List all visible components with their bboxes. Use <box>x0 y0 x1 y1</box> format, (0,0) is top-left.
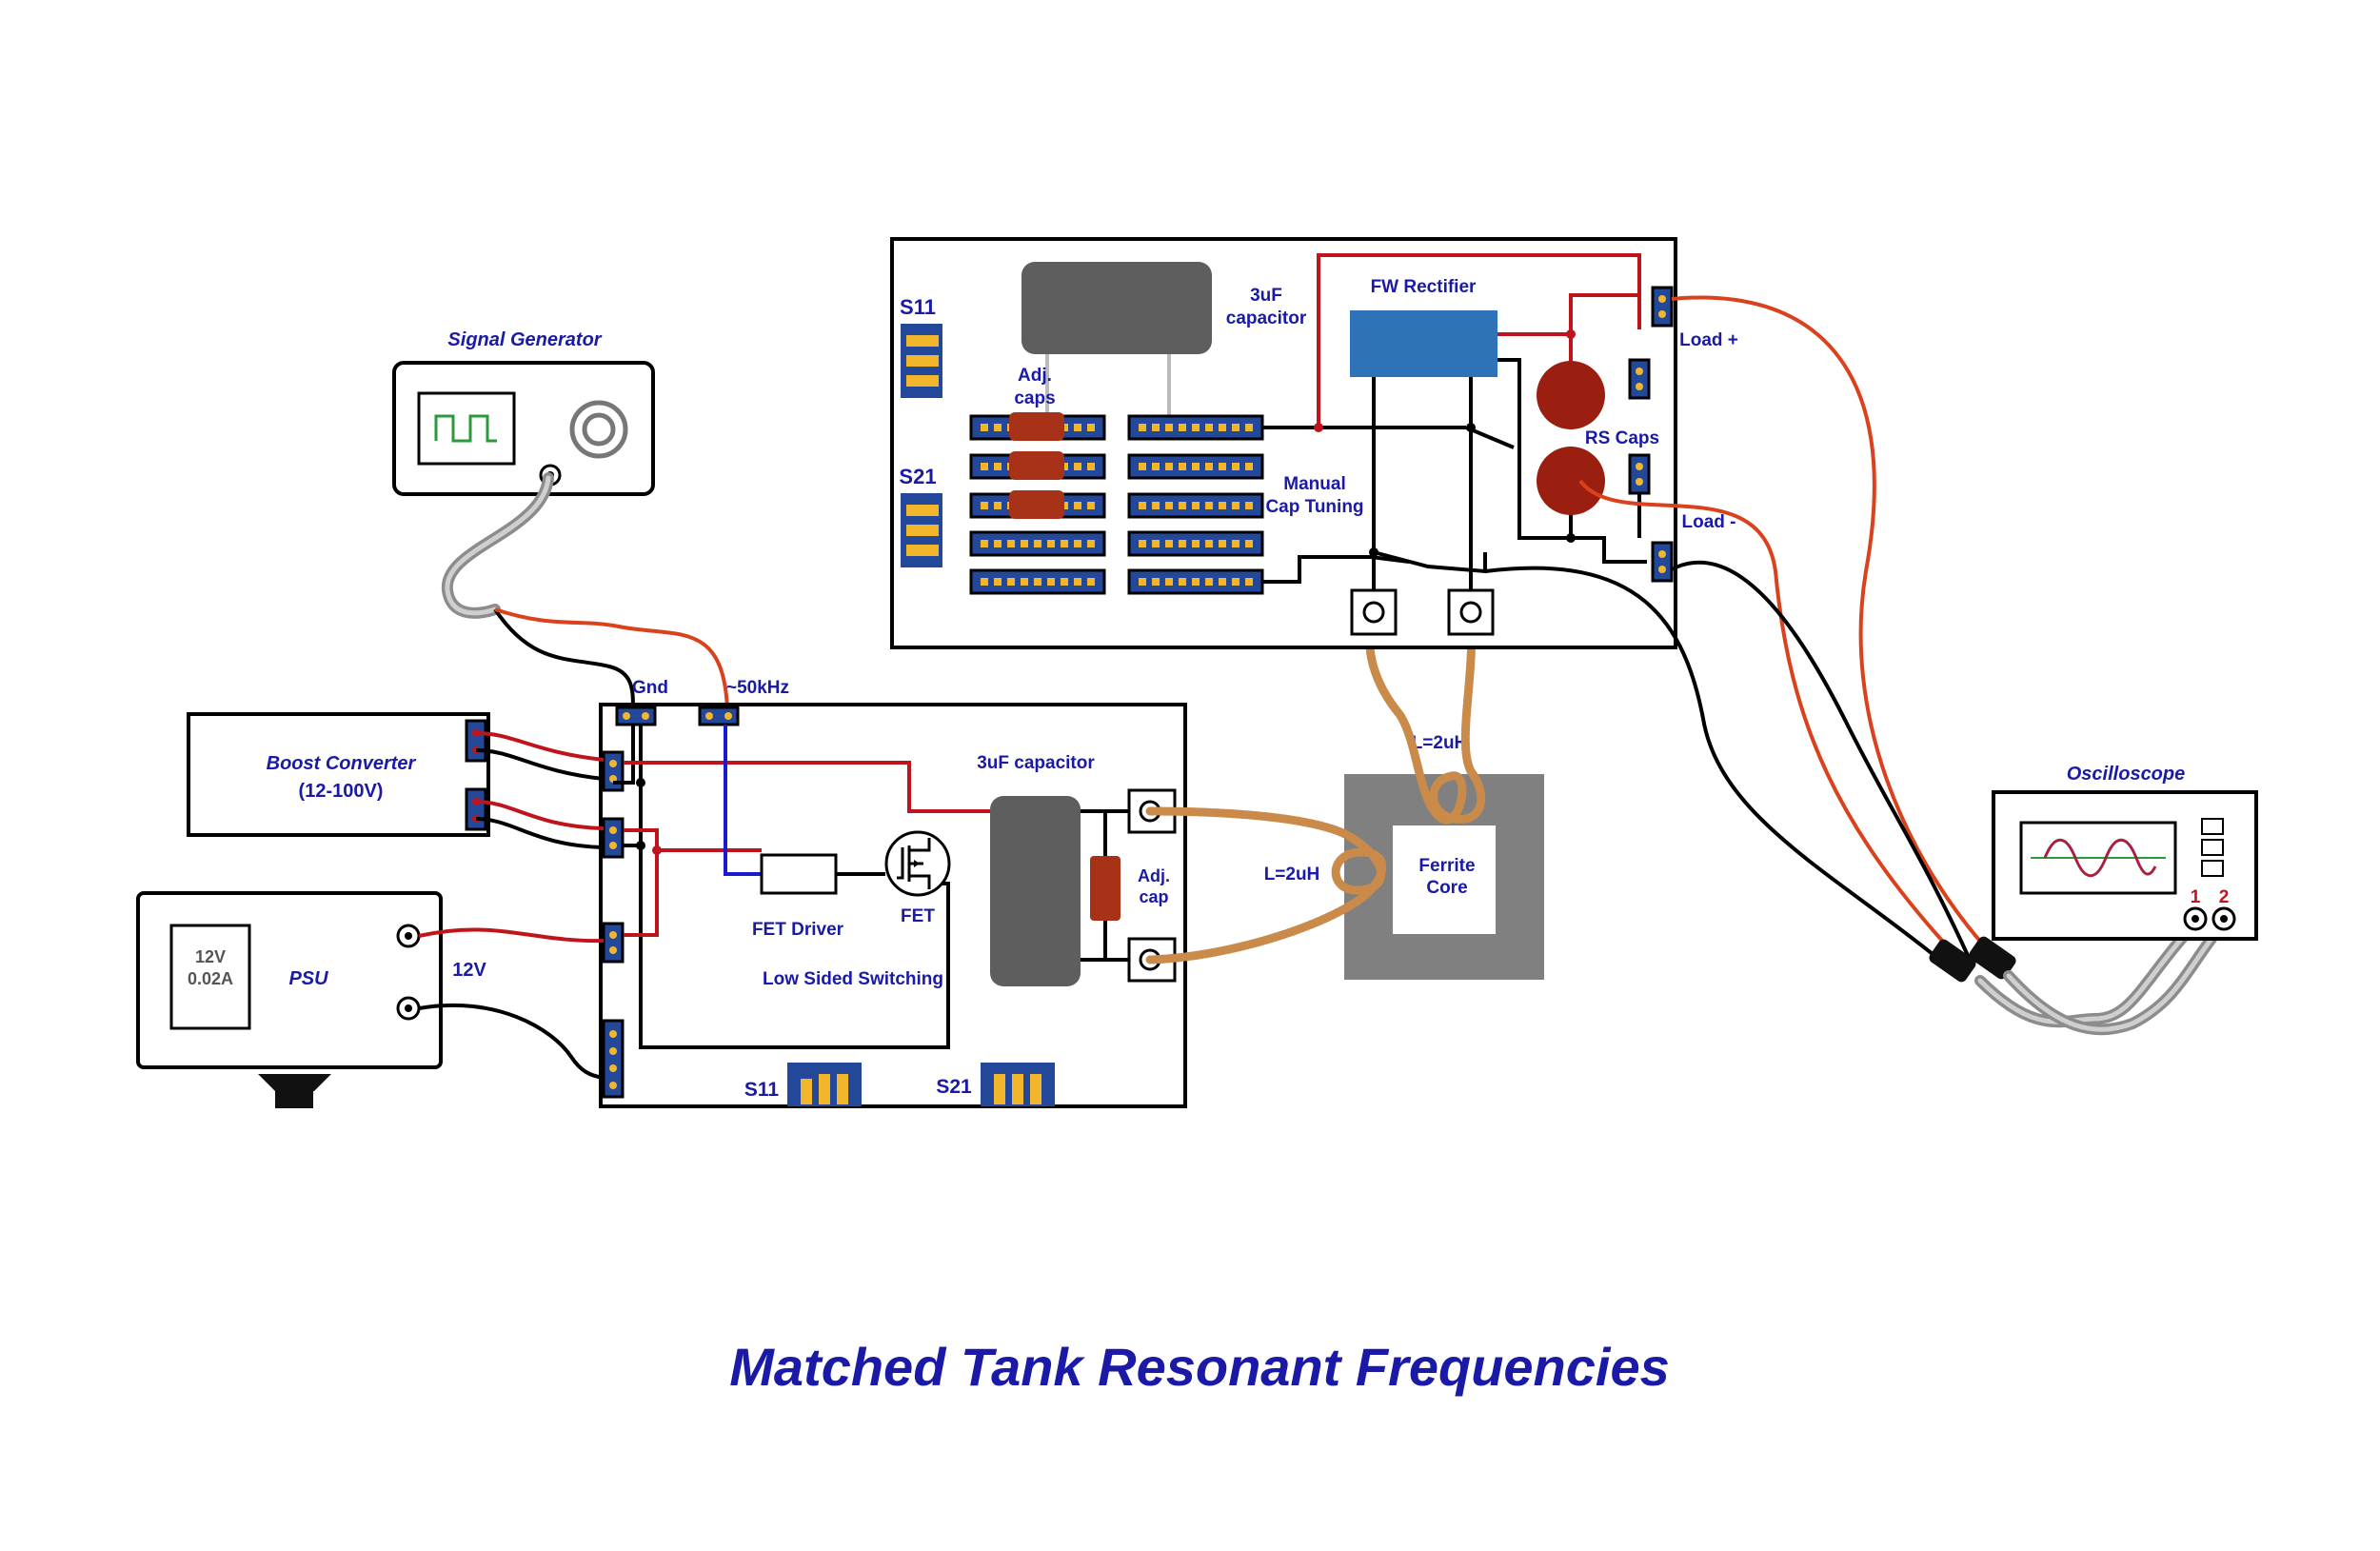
primary-coil-label: L=2uH <box>1264 865 1320 885</box>
rs-cap-header-2 <box>1628 453 1651 495</box>
boost-output-terminal <box>465 787 487 831</box>
receiver-cap-label-1: 3uF <box>1250 286 1282 306</box>
psu-output-label: 12V <box>452 960 486 981</box>
manual-tuning-label-2: Cap Tuning <box>1265 497 1363 517</box>
switching-label: Low Sided Switching <box>763 969 943 989</box>
load-plus-label: Load + <box>1679 330 1738 350</box>
driver-3uf-capacitor <box>990 796 1081 986</box>
probe-clips <box>1929 936 2016 983</box>
adj-caps-label-1: Adj. <box>1018 366 1052 386</box>
rs-cap-header-1 <box>1628 358 1651 400</box>
probe-leads <box>1484 295 2233 1036</box>
receiver-board: S11 S21 3uF capacitor Adj. caps <box>890 237 1738 649</box>
receiver-cap-label-2: capacitor <box>1226 308 1307 328</box>
fet-driver <box>760 853 838 895</box>
driver-s21-label: S21 <box>936 1076 972 1098</box>
signal-cable <box>441 472 729 710</box>
oscilloscope-label: Oscilloscope <box>2067 764 2186 785</box>
boost-converter-range: (12-100V) <box>299 781 384 802</box>
fet-label: FET <box>901 906 935 926</box>
diagram-title: Matched Tank Resonant Frequencies <box>729 1337 1670 1397</box>
power-wiring <box>418 731 605 1080</box>
scope-channel-1-jack <box>2183 906 2208 931</box>
fw-rectifier-label: FW Rectifier <box>1371 277 1477 297</box>
manual-tuning-label-1: Manual <box>1283 474 1345 494</box>
gnd-input-header <box>615 706 657 726</box>
scope-channel-2-jack <box>2211 906 2236 931</box>
adj-caps-label-2: caps <box>1014 388 1055 408</box>
receiver-s21-label: S21 <box>899 465 936 488</box>
signal-generator-label: Signal Generator <box>447 329 602 350</box>
cap-bank-right <box>1127 414 1264 595</box>
rs-cap-1 <box>1537 361 1605 429</box>
receiver-3uf-capacitor <box>1021 262 1212 354</box>
psu-meter <box>169 924 251 1030</box>
driver-s11-label: S11 <box>744 1079 780 1101</box>
receiver-coil-terminal-1 <box>1350 588 1398 636</box>
driver-cap-label: 3uF capacitor <box>977 753 1095 773</box>
secondary-coil <box>1365 605 1486 825</box>
psu-current-readout: 0.02A <box>188 969 233 988</box>
psu-label: PSU <box>288 968 328 989</box>
psu-negative-terminal <box>396 996 421 1021</box>
power-header-2 <box>602 817 625 859</box>
load-plus-header <box>1651 286 1674 328</box>
driver-board: Gnd ~50kHz <box>599 678 1187 1108</box>
scope-button-3 <box>2201 860 2224 877</box>
load-minus-label: Load - <box>1682 512 1736 532</box>
signal-generator: Signal Generator <box>392 329 655 496</box>
receiver-s21-connector <box>901 493 942 567</box>
square-wave-icon <box>434 414 497 443</box>
boost-converter-label: Boost Converter <box>267 753 417 774</box>
ferrite-core-label-1: Ferrite <box>1418 856 1475 876</box>
psu: 12V 0.02A PSU 12V <box>136 891 486 1108</box>
knob-icon <box>569 400 628 459</box>
driver-s21-connector <box>981 1063 1055 1106</box>
sine-wave-icon <box>2043 838 2157 878</box>
boost-input-terminal <box>465 719 487 763</box>
signal-input-header <box>698 706 740 726</box>
adj-cap-2 <box>1009 451 1064 480</box>
secondary-coil-label: L=2uH <box>1412 733 1468 753</box>
primary-coil <box>1145 806 1387 964</box>
adj-cap-3 <box>1009 490 1064 519</box>
ferrite-transformer: Ferrite Core L=2uH L=2uH <box>1145 605 1544 980</box>
ferrite-core-label-2: Core <box>1426 878 1467 898</box>
driver-adj-cap-label-1: Adj. <box>1138 866 1170 885</box>
driver-s11-connector <box>787 1063 862 1106</box>
gnd-label: Gnd <box>632 678 668 698</box>
receiver-coil-terminal-2 <box>1447 588 1495 636</box>
psu-positive-terminal <box>396 924 421 948</box>
boost-converter: Boost Converter (12-100V) <box>187 712 490 837</box>
fet-driver-label: FET Driver <box>752 920 844 940</box>
adj-cap-1 <box>1009 412 1064 441</box>
driver-adj-cap-label-2: cap <box>1139 887 1168 906</box>
rs-caps-label: RS Caps <box>1585 428 1659 448</box>
oscilloscope: Oscilloscope 1 2 <box>1992 764 2258 941</box>
fet-icon <box>884 830 951 897</box>
receiver-s11-connector <box>901 324 942 398</box>
scope-channel-1-label: 1 <box>2191 887 2201 907</box>
fw-rectifier <box>1350 310 1497 377</box>
psu-plug-icon <box>258 1074 331 1108</box>
scope-channel-2-label: 2 <box>2219 887 2230 907</box>
freq-label: ~50kHz <box>726 678 789 698</box>
cap-bank-left <box>969 412 1106 595</box>
scope-button-1 <box>2201 818 2224 835</box>
power-header-4 <box>602 1019 625 1099</box>
rs-cap-2 <box>1537 447 1605 515</box>
load-minus-header <box>1651 541 1674 583</box>
receiver-s11-label: S11 <box>900 295 936 319</box>
driver-adj-cap <box>1090 856 1121 921</box>
power-header-3 <box>602 922 625 964</box>
psu-voltage-readout: 12V <box>195 947 226 966</box>
scope-button-2 <box>2201 839 2224 856</box>
signal-generator-display <box>417 391 516 466</box>
